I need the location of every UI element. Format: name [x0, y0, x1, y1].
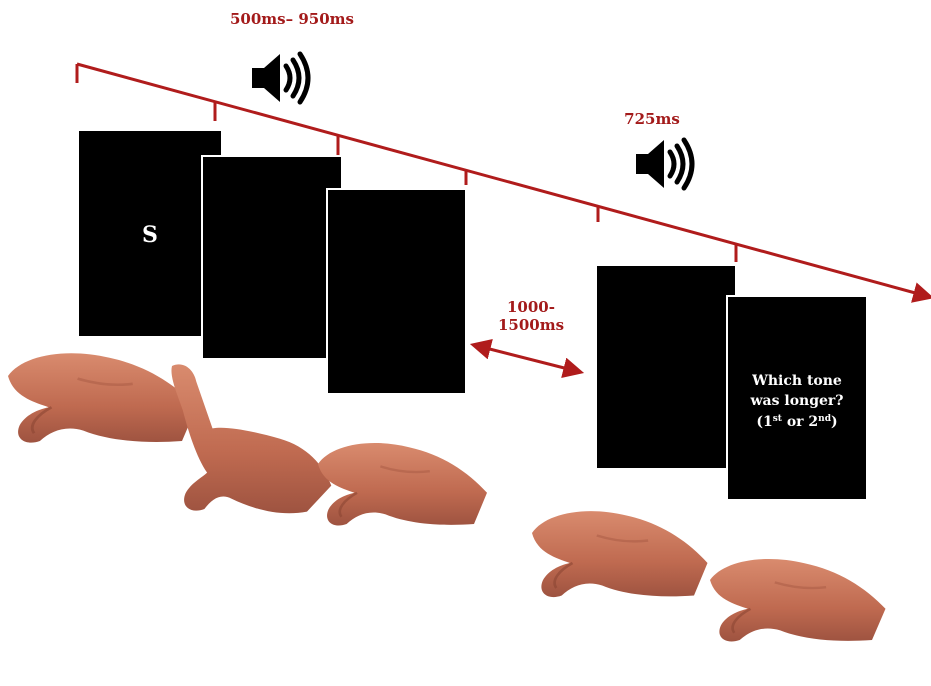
hand-icon: [318, 443, 487, 526]
screen-letter: S: [142, 222, 158, 248]
hand-icon: [8, 353, 197, 442]
isi-duration-line-1: 1000-: [496, 298, 566, 316]
blank-screen: [202, 156, 342, 359]
speaker-icon: [252, 54, 308, 102]
pointing-hand-icon: [171, 364, 331, 513]
hand-icon: [710, 559, 886, 642]
hand-icon: [532, 511, 708, 597]
speaker-icon: [636, 140, 692, 188]
isi-duration-label: 1000- 1500ms: [496, 298, 566, 334]
tone1-duration-label: 500ms– 950ms: [222, 10, 362, 28]
tone2-duration-label: 725ms: [612, 110, 692, 128]
blank-screen: [327, 189, 466, 394]
isi-duration-line-2: 1500ms: [496, 316, 566, 334]
isi-arrow: [474, 345, 580, 372]
question-line-2: was longer?: [750, 393, 844, 409]
question-line-1: Which tone: [751, 373, 842, 389]
blank-screen: [597, 266, 735, 468]
